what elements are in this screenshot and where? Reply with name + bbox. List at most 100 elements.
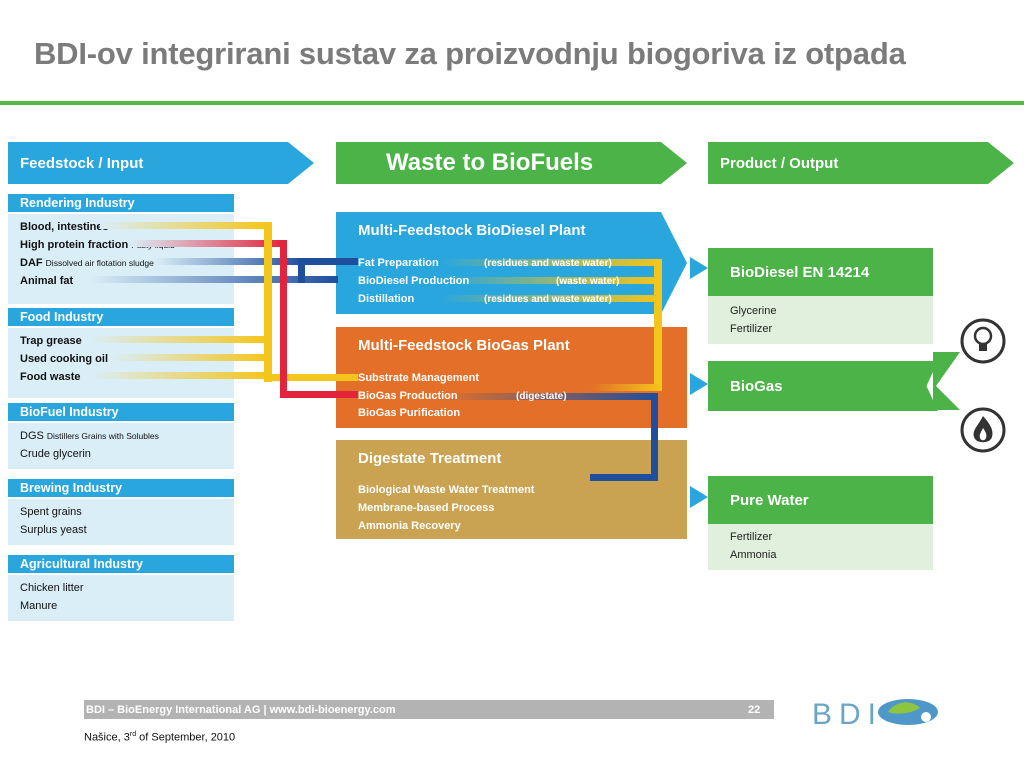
- flow-streak: [110, 354, 268, 361]
- navy-down: [651, 393, 658, 481]
- process-line: Ammonia Recovery: [358, 520, 461, 532]
- date-sup: rd: [129, 731, 137, 738]
- footer-company: BDI – BioEnergy International AG | www.b…: [86, 704, 396, 716]
- arrow-to-biodiesel: [690, 257, 708, 279]
- feedstock-main: Used cooking oil: [20, 353, 109, 365]
- flow-streak: [440, 259, 660, 266]
- flow-streak: [155, 258, 303, 265]
- date-suffix: of September, 2010: [136, 731, 236, 744]
- feedstock-main: Crude glycerin: [20, 448, 91, 460]
- process-line: Substrate Management: [358, 372, 480, 384]
- feedstock-main: Blood, intestines: [20, 221, 109, 233]
- footer-bar: [84, 700, 774, 719]
- process-note: (residues and waste water): [484, 294, 612, 305]
- arrow-to-biogas: [690, 373, 708, 395]
- category-body: [8, 499, 234, 545]
- output-item: Fertilizer: [730, 531, 773, 543]
- category-title: Brewing Industry: [8, 479, 234, 497]
- process-line: Membrane-based Process: [358, 502, 495, 514]
- feedstock-item: Blood, intestines: [20, 220, 109, 234]
- output-item: Fertilizer: [730, 323, 773, 335]
- yellow-bus: [264, 222, 272, 382]
- output-water-body: [708, 524, 933, 570]
- feedstock-item: DAF Dissolved air flotation sludge: [20, 256, 154, 270]
- flow-streak: [90, 372, 268, 379]
- bdi-logo-text: BDI: [812, 698, 884, 731]
- navy-to-digestate: [590, 474, 658, 481]
- process-note: (residues and waste water): [484, 258, 612, 269]
- output-item: Glycerine: [730, 305, 777, 317]
- input-header-label: Feedstock / Input: [20, 154, 144, 172]
- digestate-title: Digestate Treatment: [358, 450, 502, 467]
- process-note: (waste water): [556, 276, 620, 287]
- center-header: Waste to BioFuels: [336, 142, 687, 184]
- flow-streak: [440, 277, 660, 284]
- category-title: Agricultural Industry: [8, 555, 234, 573]
- feedstock-sub: Dissolved air flotation sludge: [45, 258, 154, 268]
- feedstock-item: Manure: [20, 599, 57, 613]
- process-line: Fat Preparation: [358, 257, 439, 269]
- arrow-to-water: [690, 486, 708, 508]
- output-header-label: Product / Output: [720, 154, 839, 172]
- category-body: [8, 423, 234, 469]
- process-line: BioGas Production: [358, 390, 458, 402]
- process-line: BioGas Purification: [358, 407, 461, 419]
- output-biogas-head: BioGas: [708, 361, 938, 411]
- category-title: BioFuel Industry: [8, 403, 234, 421]
- output-water-head: Pure Water: [708, 476, 933, 524]
- feedstock-item: DGS Distillers Grains with Solubles: [20, 429, 159, 443]
- output-water-title: Pure Water: [730, 491, 809, 509]
- yellow-to-substrate: [264, 374, 358, 381]
- output-header: Product / Output: [708, 142, 1014, 184]
- process-line: Biological Waste Water Treatment: [358, 484, 535, 496]
- red-bus: [280, 240, 287, 398]
- bdi-logo-mark: [878, 699, 938, 725]
- biogas-notch: [933, 352, 960, 410]
- feedstock-sub: Distillers Grains with Solubles: [46, 431, 159, 441]
- flow-streak: [130, 240, 285, 247]
- category-title: Food Industry: [8, 308, 234, 326]
- feedstock-item: Spent grains: [20, 505, 82, 519]
- feedstock-main: Animal fat: [20, 275, 74, 287]
- process-note: (digestate): [516, 391, 567, 402]
- process-line: BioDiesel Production: [358, 275, 470, 287]
- feedstock-item: Trap grease: [20, 334, 82, 348]
- footer-date: Našice, 3rd of September, 2010: [84, 731, 235, 744]
- date-prefix: Našice, 3: [84, 731, 130, 744]
- feedstock-main: Spent grains: [20, 506, 82, 518]
- process-line: Distillation: [358, 293, 415, 305]
- flow-streak: [90, 276, 338, 283]
- feedstock-main: Food waste: [20, 371, 81, 383]
- biogas-plant-title: Multi-Feedstock BioGas Plant: [358, 337, 570, 354]
- output-biodiesel-body: [708, 296, 933, 344]
- feedstock-item: Crude glycerin: [20, 447, 91, 461]
- feedstock-main: High protein fraction: [20, 239, 129, 251]
- biodiesel-plant-title: Multi-Feedstock BioDiesel Plant: [358, 222, 586, 239]
- feedstock-item: Chicken litter: [20, 581, 84, 595]
- feedstock-item: Surplus yeast: [20, 523, 87, 537]
- flame-icon: [960, 407, 1006, 453]
- feedstock-main: DGS: [20, 430, 44, 442]
- output-biodiesel-title: BioDiesel EN 14214: [730, 263, 870, 281]
- flow-streak: [440, 295, 660, 302]
- output-item: Ammonia: [730, 549, 777, 561]
- title-divider: [0, 101, 1024, 105]
- feedstock-item: Used cooking oil: [20, 352, 108, 366]
- flow-streak: [100, 222, 268, 229]
- category-title: Rendering Industry: [8, 194, 234, 212]
- yellow-return: [654, 259, 662, 391]
- navy-to-fat: [298, 258, 358, 265]
- digestate-box: [336, 440, 687, 539]
- navy-bus: [298, 258, 305, 283]
- light-bulb-icon: [960, 318, 1006, 364]
- flow-streak: [440, 393, 658, 400]
- feedstock-main: Surplus yeast: [20, 524, 87, 536]
- page-number: 22: [748, 704, 761, 716]
- yellow-to-biogas: [590, 384, 662, 391]
- page-title: BDI-ov integrirani sustav za proizvodnju…: [34, 36, 906, 71]
- feedstock-main: DAF: [20, 257, 43, 269]
- output-biodiesel-head: BioDiesel EN 14214: [708, 248, 933, 296]
- feedstock-item: Food waste: [20, 370, 81, 384]
- feedstock-main: Chicken litter: [20, 582, 84, 594]
